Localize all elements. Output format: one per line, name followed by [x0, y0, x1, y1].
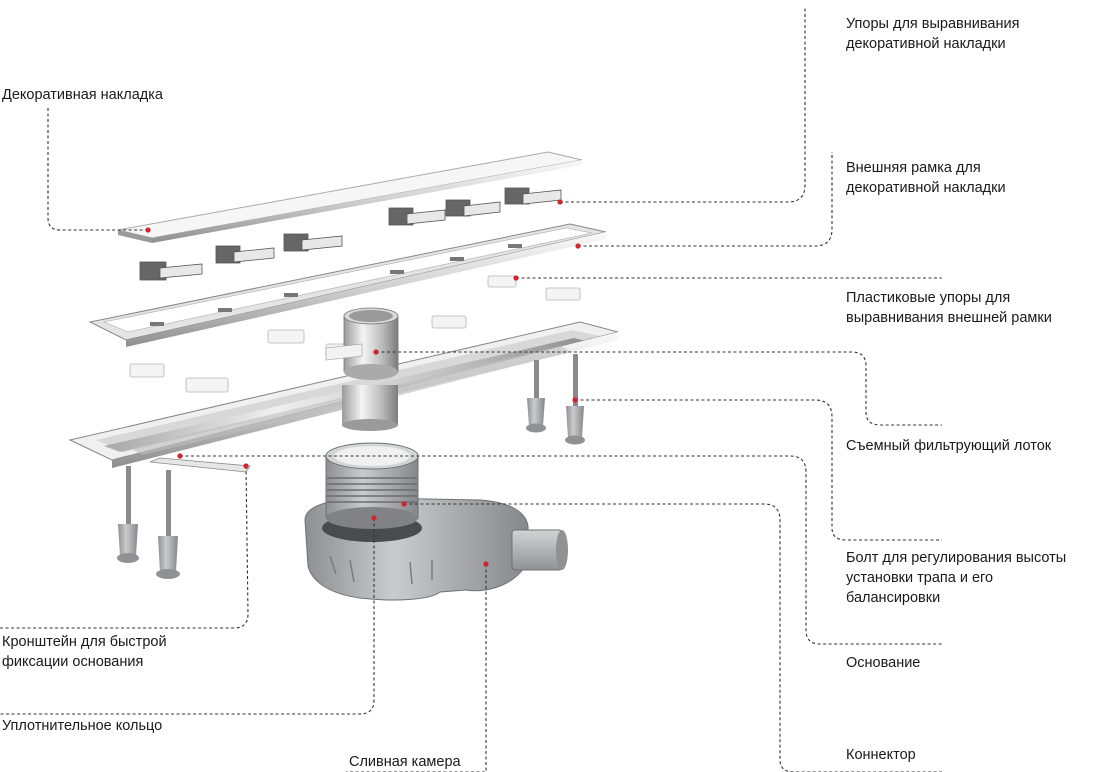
outer-frame	[88, 223, 607, 347]
overlay-leveling-stops	[139, 187, 562, 281]
label-base: Основание	[846, 655, 921, 671]
label-plastic-stops: Пластиковые упоры для выравнивания внешн…	[846, 290, 1052, 326]
label-connector: Коннектор	[846, 747, 916, 763]
leader-height-bolt	[575, 399, 942, 541]
leader-base	[180, 455, 942, 645]
leader-bracket	[0, 465, 249, 629]
leader-lines	[0, 6, 942, 772]
leader-overlay-stops	[560, 6, 806, 203]
leader-seal-ring	[0, 518, 375, 715]
leader-outer-frame	[578, 152, 833, 247]
label-bracket: Кронштейн для быстрой фиксации основания	[2, 634, 167, 670]
label-drain-chamber: Сливная камера	[349, 754, 461, 770]
decorative-overlay	[117, 151, 583, 243]
markers	[145, 199, 581, 567]
quick-fix-bracket	[149, 457, 251, 473]
label-outer-frame: Внешняя рамка для декоративной накладки	[846, 160, 1006, 196]
removable-filter-cup	[325, 307, 399, 431]
label-overlay-stops: Упоры для выравнивания декоративной накл…	[846, 16, 1020, 52]
label-decorative-overlay: Декоративная накладка	[2, 87, 163, 103]
label-height-bolt: Болт для регулирования высоты установки …	[846, 550, 1067, 606]
leader-decor-overlay	[47, 108, 148, 231]
label-seal-ring: Уплотнительное кольцо	[2, 718, 163, 734]
plastic-leveling-stops	[129, 275, 581, 393]
label-filter-tray: Съемный фильтрующий лоток	[846, 438, 1052, 454]
height-adjustment-legs	[117, 354, 585, 579]
